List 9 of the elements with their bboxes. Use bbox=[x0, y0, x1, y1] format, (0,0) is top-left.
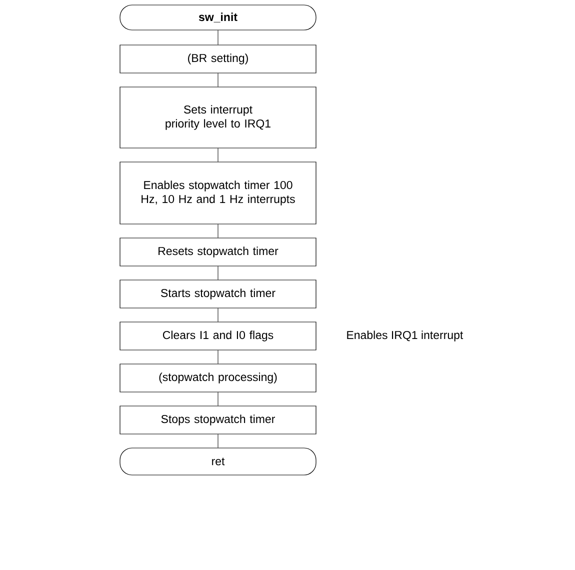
process-box: Stops stopwatch timer bbox=[120, 406, 316, 434]
process-box: (BR setting) bbox=[120, 44, 316, 74]
process-box: Resets stopwatch timer bbox=[120, 238, 316, 266]
process-box: Starts stopwatch timer bbox=[120, 280, 316, 308]
process-box: (stopwatch processing) bbox=[120, 364, 316, 392]
process-box: Sets interrupt priority level to IRQ1 bbox=[120, 86, 316, 148]
process-box: Clears I1 and I0 flags bbox=[120, 322, 316, 350]
process-box: Enables stopwatch timer 100 Hz, 10 Hz and 1 Hz interrupts bbox=[120, 162, 316, 224]
side-note: Enables IRQ1 interrupt bbox=[347, 330, 464, 342]
